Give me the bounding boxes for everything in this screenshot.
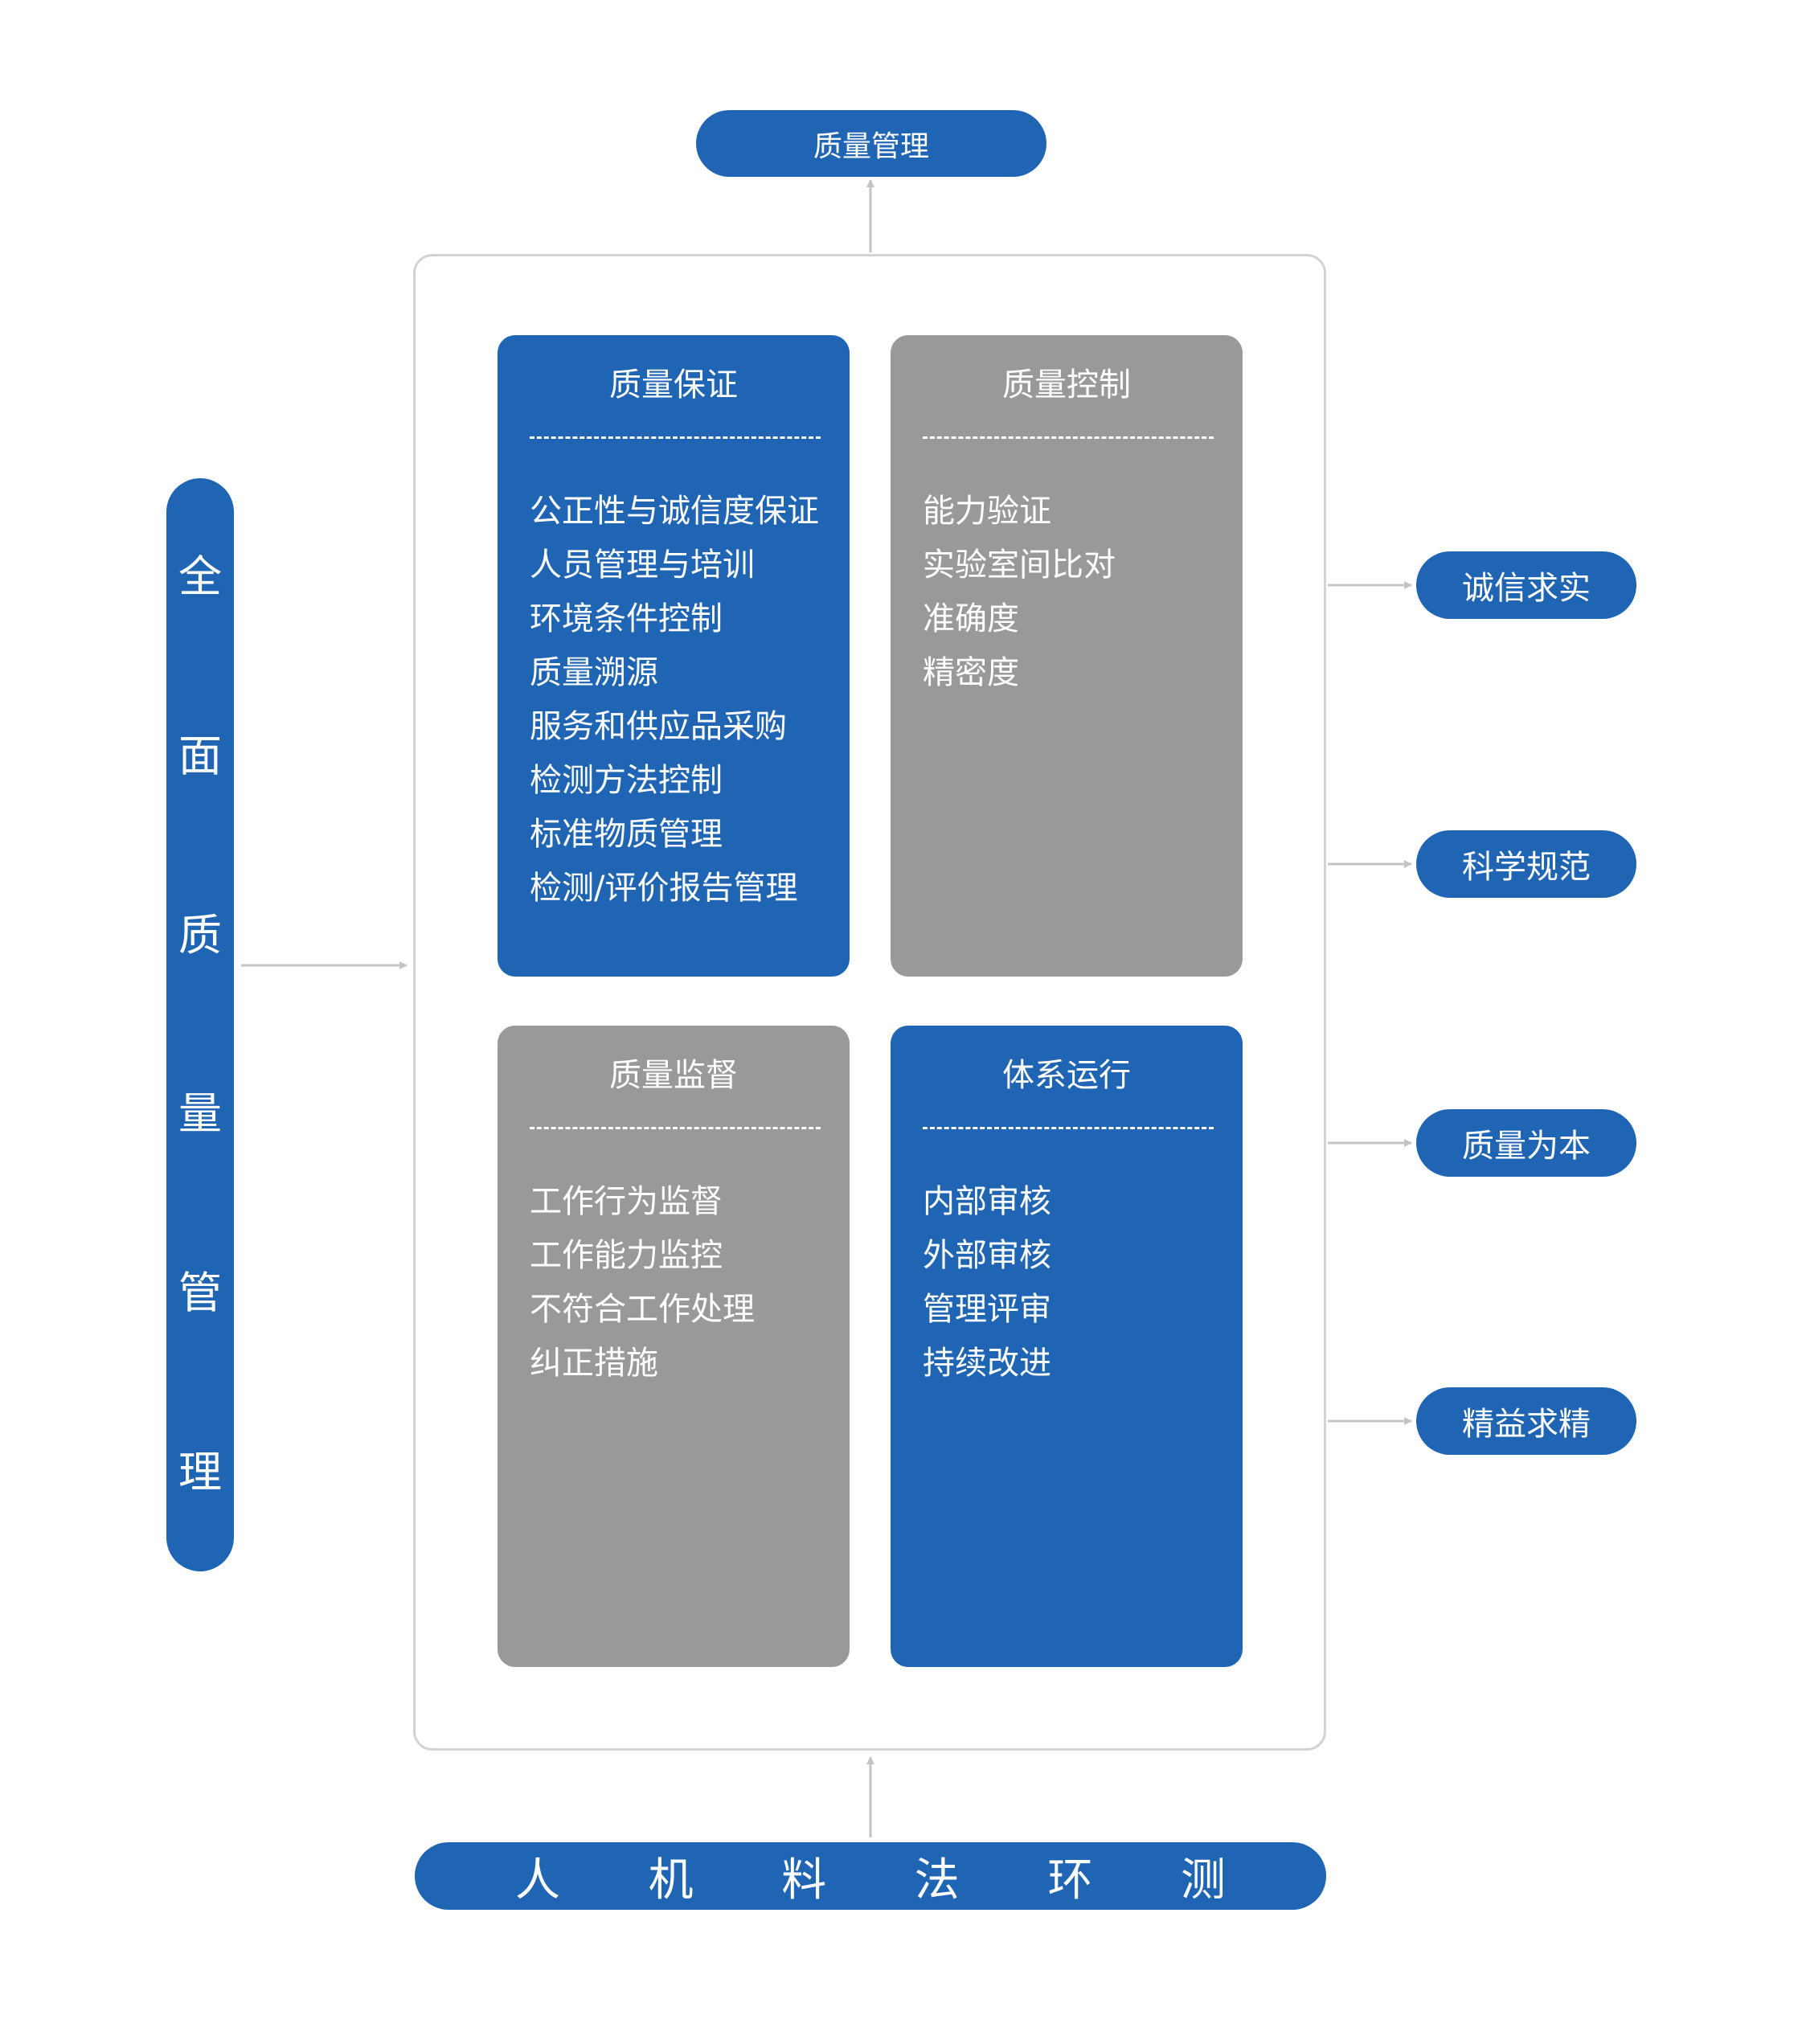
box-divider bbox=[530, 1127, 821, 1129]
factor-char: 法 bbox=[914, 1854, 960, 1907]
quality-assurance-box: 质量保证 公正性与诚信度保证 人员管理与培训 环境条件控制 质量溯源 服务和供应… bbox=[498, 335, 850, 977]
quality-assurance-list: 公正性与诚信度保证 人员管理与培训 环境条件控制 质量溯源 服务和供应品采购 检… bbox=[530, 485, 819, 915]
list-item: 环境条件控制 bbox=[530, 600, 723, 637]
box-divider bbox=[923, 436, 1214, 439]
list-item: 外部审核 bbox=[923, 1237, 1051, 1274]
list-item: 精密度 bbox=[923, 654, 1019, 691]
list-item: 实验室间比对 bbox=[923, 547, 1116, 584]
system-operation-box: 体系运行 内部审核 外部审核 管理评审 持续改进 bbox=[891, 1026, 1243, 1667]
list-item: 纠正措施 bbox=[530, 1345, 658, 1382]
list-item: 内部审核 bbox=[923, 1183, 1051, 1220]
tqm-char: 理 bbox=[178, 1446, 222, 1497]
list-item: 工作能力监控 bbox=[530, 1237, 723, 1274]
tqm-char: 量 bbox=[178, 1088, 222, 1140]
factor-char: 测 bbox=[1180, 1854, 1226, 1907]
quality-management-label: 质量管理 bbox=[813, 129, 929, 163]
box-divider bbox=[923, 1127, 1214, 1129]
list-item: 服务和供应品采购 bbox=[530, 708, 787, 745]
principle-label: 科学规范 bbox=[1462, 849, 1591, 886]
list-item: 能力验证 bbox=[923, 493, 1051, 530]
tqm-char: 面 bbox=[178, 730, 222, 781]
list-item: 人员管理与培训 bbox=[530, 547, 755, 584]
factor-char: 环 bbox=[1047, 1854, 1093, 1907]
list-item: 检测方法控制 bbox=[530, 762, 723, 799]
factor-char: 料 bbox=[781, 1854, 827, 1907]
principle-node: 精益求精 bbox=[1416, 1387, 1636, 1455]
system-operation-list: 内部审核 外部审核 管理评审 持续改进 bbox=[923, 1175, 1051, 1391]
list-item: 公正性与诚信度保证 bbox=[530, 493, 819, 530]
list-item: 准确度 bbox=[923, 600, 1019, 637]
principle-label: 质量为本 bbox=[1462, 1128, 1591, 1165]
quality-control-box: 质量控制 能力验证 实验室间比对 准确度 精密度 bbox=[891, 335, 1243, 977]
list-item: 质量溯源 bbox=[530, 654, 658, 691]
list-item: 不符合工作处理 bbox=[530, 1291, 755, 1328]
list-item: 持续改进 bbox=[923, 1345, 1051, 1382]
tqm-char: 全 bbox=[178, 551, 222, 602]
factors-bar: 人 机 料 法 环 测 bbox=[415, 1842, 1326, 1910]
quality-control-title: 质量控制 bbox=[1002, 367, 1131, 403]
list-item: 管理评审 bbox=[923, 1291, 1051, 1328]
principle-node: 科学规范 bbox=[1416, 830, 1636, 898]
quality-supervision-title: 质量监督 bbox=[609, 1057, 738, 1094]
principle-label: 精益求精 bbox=[1462, 1406, 1591, 1443]
principle-node: 诚信求实 bbox=[1416, 551, 1636, 619]
factor-char: 人 bbox=[515, 1854, 560, 1907]
tqm-char: 管 bbox=[178, 1268, 222, 1319]
quality-control-list: 能力验证 实验室间比对 准确度 精密度 bbox=[923, 485, 1116, 700]
principle-node: 质量为本 bbox=[1416, 1109, 1636, 1177]
quality-supervision-box: 质量监督 工作行为监督 工作能力监控 不符合工作处理 纠正措施 bbox=[498, 1026, 850, 1667]
quality-assurance-title: 质量保证 bbox=[609, 367, 738, 403]
quality-management-node: 质量管理 bbox=[696, 110, 1046, 177]
list-item: 工作行为监督 bbox=[530, 1183, 723, 1220]
factor-char: 机 bbox=[648, 1854, 694, 1907]
tqm-char: 质 bbox=[178, 909, 222, 961]
system-operation-title: 体系运行 bbox=[1002, 1057, 1131, 1094]
list-item: 标准物质管理 bbox=[530, 816, 723, 853]
quality-system-frame bbox=[413, 254, 1326, 1751]
principle-label: 诚信求实 bbox=[1462, 570, 1591, 607]
box-divider bbox=[530, 436, 821, 439]
quality-supervision-list: 工作行为监督 工作能力监控 不符合工作处理 纠正措施 bbox=[530, 1175, 755, 1391]
total-quality-management-bar: 全 面 质 量 管 理 bbox=[166, 478, 234, 1571]
list-item: 检测/评价报告管理 bbox=[530, 870, 798, 907]
